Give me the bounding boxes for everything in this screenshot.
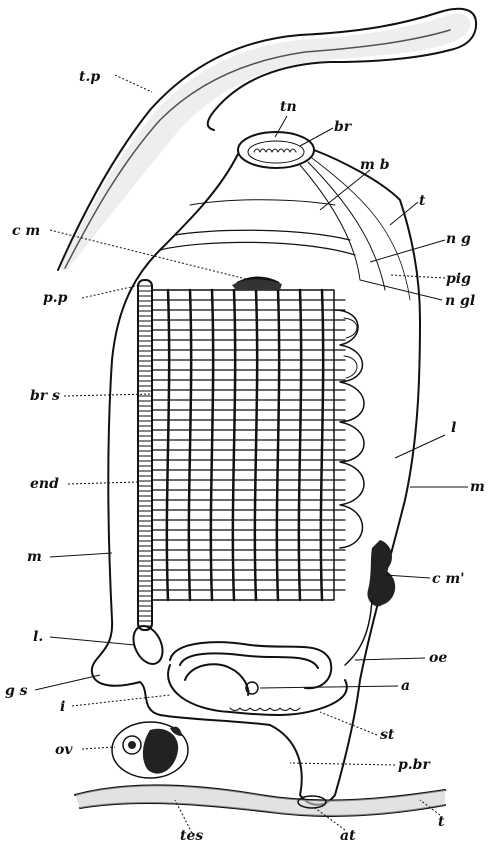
label-tp: t.p <box>79 69 100 85</box>
label-l-left: l. <box>33 629 43 645</box>
label-br: br <box>334 119 353 135</box>
label-m-right: m <box>470 479 485 495</box>
leader-lines <box>34 74 468 834</box>
label-tn: tn <box>280 99 297 115</box>
label-gs: g s <box>5 683 28 699</box>
endostyle <box>132 279 164 665</box>
label-mb: m b <box>360 157 390 173</box>
label-ng: n g <box>446 231 471 247</box>
ovary <box>111 721 189 779</box>
branchial-stigmata-rows <box>151 299 346 591</box>
label-st: st <box>380 727 395 743</box>
stalk-base <box>74 784 446 817</box>
figure-labels: t.p tn br m b c m t n g pig p.p n gl br … <box>5 69 485 844</box>
digestive-tract <box>167 641 348 716</box>
label-ngl: n gl <box>445 293 475 309</box>
label-m-left: m <box>27 549 42 565</box>
label-oe: oe <box>429 650 447 666</box>
siphon-opening <box>237 131 315 169</box>
label-end: end <box>30 476 59 492</box>
branchial-sac <box>151 276 346 602</box>
label-cm2: c m' <box>432 571 465 587</box>
right-side-loops <box>333 309 365 549</box>
test-tube-structure <box>57 7 478 272</box>
label-ov: ov <box>55 742 73 758</box>
label-pbr: p.br <box>398 757 431 773</box>
label-cm: c m <box>12 223 40 239</box>
label-t-bottom: t <box>438 814 445 830</box>
label-l-right: l <box>451 420 456 436</box>
label-brs: br s <box>30 388 60 404</box>
label-i: i <box>60 699 65 715</box>
label-tes: tes <box>180 828 203 844</box>
label-t-top: t <box>419 193 426 209</box>
label-at: at <box>340 828 356 844</box>
cardiac-mass <box>344 540 396 666</box>
label-pp: p.p <box>43 290 68 306</box>
label-a: a <box>401 678 410 694</box>
branchial-bars <box>165 288 325 602</box>
body-outline <box>90 149 421 806</box>
label-pig: pig <box>446 271 471 287</box>
